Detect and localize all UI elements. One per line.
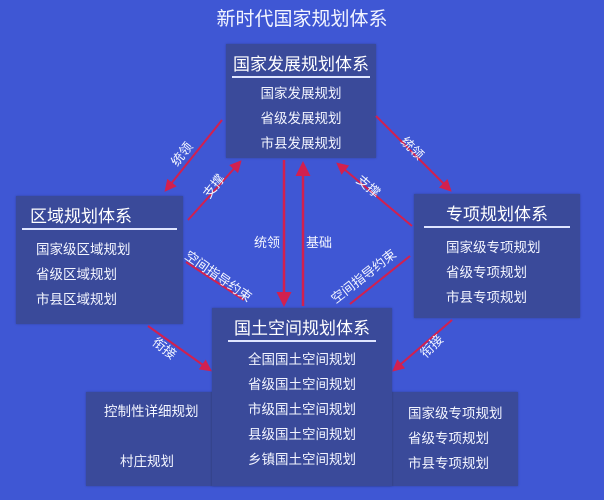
list-item: 市级国土空间规划 bbox=[248, 402, 356, 418]
arrow-special-to-spatial bbox=[392, 319, 453, 372]
development-planning-heading: 国家发展规划体系 bbox=[233, 55, 369, 75]
list-item: 省级国土空间规划 bbox=[248, 377, 356, 393]
divider bbox=[424, 226, 570, 228]
list-item: 国家发展规划 bbox=[260, 86, 342, 102]
detailed-planning-right: 国家级专项规划 省级专项规划 市县专项规划 bbox=[408, 402, 503, 477]
divider bbox=[232, 76, 370, 78]
arrow-dev-to-region bbox=[164, 119, 223, 192]
list-item: 省级区域规划 bbox=[36, 267, 117, 283]
list-item: 市县发展规划 bbox=[260, 136, 342, 152]
special-planning-heading: 专项规划体系 bbox=[446, 205, 548, 225]
arrow-region-to-dev bbox=[187, 160, 242, 221]
list-item: 市县区域规划 bbox=[36, 292, 117, 308]
diagram-title: 新时代国家规划体系 bbox=[216, 8, 388, 30]
list-item: 控制性详细规划 bbox=[104, 404, 199, 420]
list-item: 市县专项规划 bbox=[446, 290, 527, 306]
list-item: 省级专项规划 bbox=[408, 431, 489, 447]
list-item: 县级国土空间规划 bbox=[248, 427, 356, 443]
divider bbox=[228, 340, 376, 342]
arrow-dev-to-special bbox=[375, 115, 452, 192]
divider bbox=[22, 228, 177, 230]
special-planning-box: 专项规划体系 国家级专项规划 省级专项规划 市县专项规划 bbox=[414, 194, 580, 318]
line-special-spatial bbox=[349, 255, 411, 305]
label-spatial-to-dev: 基础 bbox=[306, 236, 333, 251]
regional-planning-box: 区域规划体系 国家级区域规划 省级区域规划 市县区域规划 bbox=[16, 196, 183, 324]
arrow-special-to-dev bbox=[336, 162, 413, 227]
spatial-planning-box: 国土空间规划体系 全国国土空间规划 省级国土空间规划 市级国土空间规划 县级国土… bbox=[212, 308, 392, 486]
label-dev-to-spatial: 统领 bbox=[254, 236, 281, 251]
list-item: 国家级区域规划 bbox=[36, 242, 131, 258]
list-item: 省级发展规划 bbox=[260, 111, 342, 127]
list-item: 市县专项规划 bbox=[408, 456, 489, 472]
line-region-spatial bbox=[185, 261, 245, 301]
list-item: 省级专项规划 bbox=[446, 265, 527, 281]
regional-planning-heading: 区域规划体系 bbox=[30, 207, 132, 227]
list-item: 国家级专项规划 bbox=[446, 240, 541, 256]
list-item: 全国国土空间规划 bbox=[248, 352, 356, 368]
arrow-region-to-spatial bbox=[147, 325, 212, 372]
development-planning-box: 国家发展规划体系 国家发展规划 省级发展规划 市县发展规划 bbox=[226, 44, 376, 158]
spatial-planning-heading: 国土空间规划体系 bbox=[234, 319, 370, 339]
list-item: 村庄规划 bbox=[120, 454, 174, 470]
list-item: 国家级专项规划 bbox=[408, 406, 503, 422]
list-item: 乡镇国土空间规划 bbox=[248, 452, 356, 468]
